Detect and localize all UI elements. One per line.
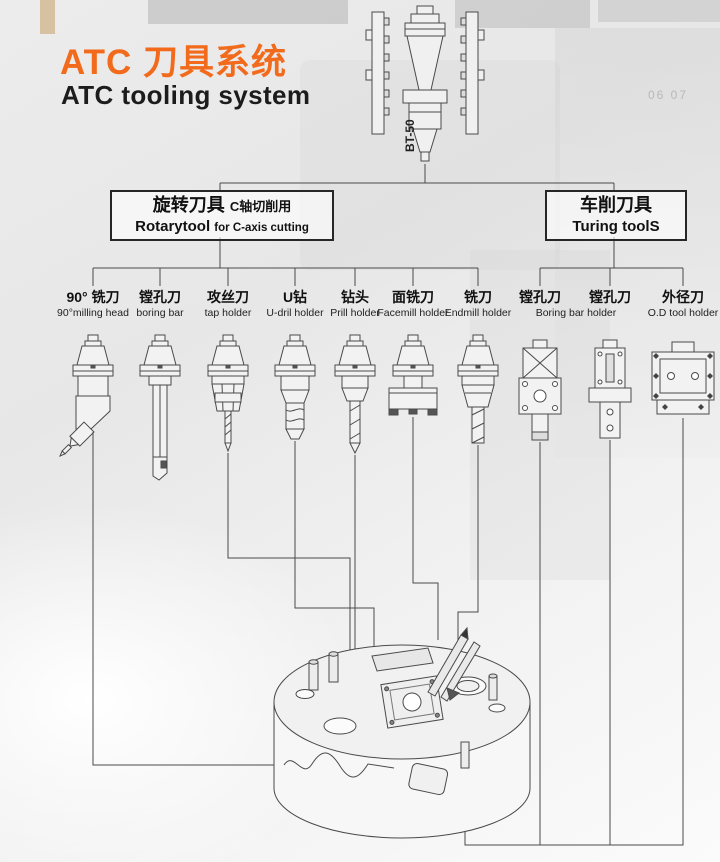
tool-label-zh-endmill: 铣刀 [464, 289, 492, 305]
bt50-spindle-illustration: BT-50 [365, 5, 485, 162]
tool-label-zh-boring-bar: 镗孔刀 [139, 289, 181, 305]
tool-drawing-tap-holder [207, 334, 249, 453]
tool-drawing-u-drill-holder [274, 334, 316, 440]
tool-label-zh-boring-holder-2: 镗孔刀 [589, 289, 631, 305]
rotary-title-en: Rotarytool [135, 218, 211, 236]
tool-label-en-u-drill: U-dril holder [266, 307, 324, 319]
tool-label-zh-tap: 攻丝刀 [207, 289, 249, 305]
tool-drawing-drill-holder [334, 334, 376, 455]
page-title-en: ATC tooling system [61, 80, 311, 110]
tool-label-en-tap: tap holder [204, 307, 252, 319]
tool-label-zh-90-milling: 90° 铣刀 [66, 289, 120, 305]
tool-label-zh-od-tool: 外径刀 [662, 289, 704, 305]
tool-label-en-endmill: Endmill holder [444, 307, 512, 319]
tool-drawing-boring-bar-holder-2 [588, 339, 632, 439]
turning-title-en: Turing toolS [572, 218, 660, 236]
tool-drawing-boring-bar-holder-1 [518, 339, 562, 441]
group-box-rotary: 旋转刀具 C轴切削用 Rotarytool for C-axis cutting [110, 190, 334, 241]
tool-drawing-od-tool-holder [651, 341, 715, 415]
rotary-title-en-note: for C-axis cutting [214, 222, 309, 235]
tool-illustrations [59, 334, 715, 481]
rotary-title-zh-note: C轴切削用 [229, 199, 292, 215]
tool-label-zh-drill: 钻头 [341, 289, 369, 305]
tool-label-en-od-tool: O.D tool holder [647, 307, 719, 319]
tool-drawing-facemill-holder [388, 334, 438, 416]
tool-label-en-boring-bar: boring bar [136, 307, 184, 319]
tool-label-zh-boring-holder-1: 镗孔刀 [519, 289, 561, 305]
tool-label-en-facemill: Facemill holder [377, 307, 449, 319]
tool-label-en-90-milling: 90°milling head [57, 307, 129, 319]
page-number: 06 07 [648, 88, 689, 102]
tool-label-zh-u-drill: U钻 [282, 289, 308, 305]
tool-label-en-drill: Prill holder [330, 307, 380, 319]
bt50-label: BT-50 [403, 119, 417, 152]
tool-label-zh-facemill: 面铣刀 [392, 289, 434, 305]
turret-illustration [273, 626, 531, 839]
rotary-title-zh: 旋转刀具 [152, 195, 225, 216]
tool-drawing-endmill-holder [457, 334, 499, 444]
tool-drawing-90-milling-head [59, 334, 114, 457]
group-box-turning: 车削刀具 Turing toolS [545, 190, 687, 241]
connector-tree [92, 164, 684, 286]
turning-title-zh: 车削刀具 [580, 195, 652, 216]
page-title-zh: ATC 刀具系统 [60, 43, 288, 82]
tool-drawing-boring-bar [139, 334, 181, 481]
tool-label-en-boring-holder: Boring bar holder [535, 307, 617, 319]
